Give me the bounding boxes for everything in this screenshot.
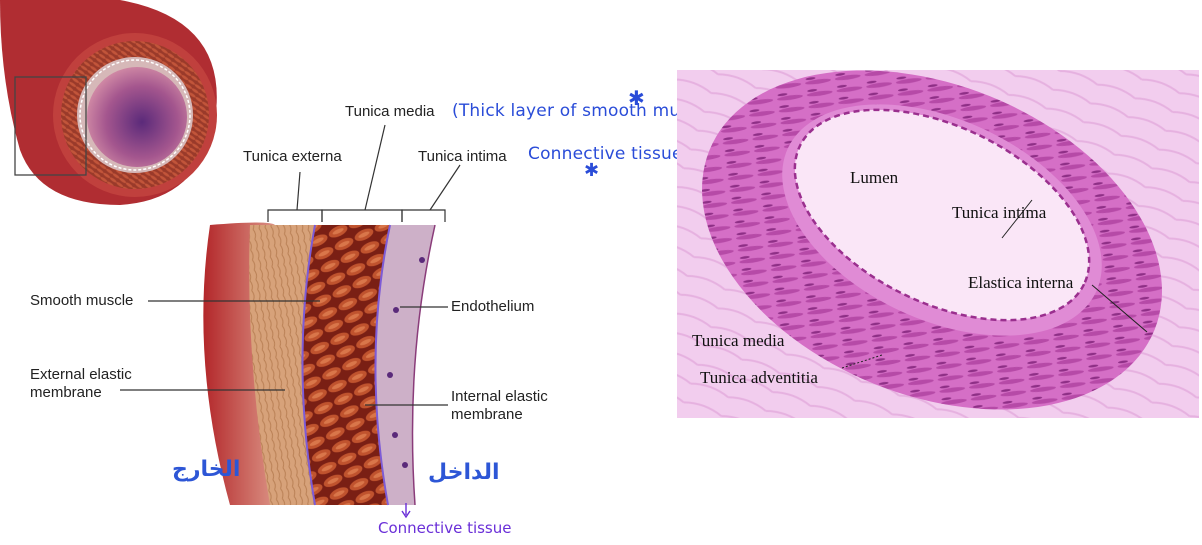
label-external-elastic-2: membrane	[30, 384, 102, 401]
label-internal-elastic-1: Internal elastic	[451, 388, 548, 405]
hist-label-elastica-interna: Elastica interna	[968, 273, 1073, 293]
star-icon: ✱	[628, 86, 645, 111]
hist-label-tunica-media: Tunica media	[692, 331, 784, 351]
star-icon: ✱	[584, 160, 599, 181]
outside-arabic-label: الخارج	[172, 457, 240, 482]
hist-label-lumen: Lumen	[850, 168, 898, 188]
label-smooth-muscle: Smooth muscle	[30, 292, 133, 309]
hist-label-tunica-adventitia: Tunica adventitia	[700, 368, 818, 388]
hist-label-tunica-intima: Tunica intima	[952, 203, 1046, 223]
label-tunica-intima: Tunica intima	[418, 148, 507, 165]
illustration-leader-lines	[0, 0, 600, 545]
bottom-connective-note: Connective tissue	[378, 519, 511, 537]
label-internal-elastic-2: membrane	[451, 406, 523, 423]
histology-micrograph	[677, 70, 1199, 418]
label-external-elastic-1: External elastic	[30, 366, 132, 383]
label-endothelium: Endothelium	[451, 298, 534, 315]
label-tunica-externa: Tunica externa	[243, 148, 342, 165]
inside-arabic-label: الداخل	[428, 460, 500, 485]
label-tunica-media: Tunica media	[345, 103, 435, 120]
